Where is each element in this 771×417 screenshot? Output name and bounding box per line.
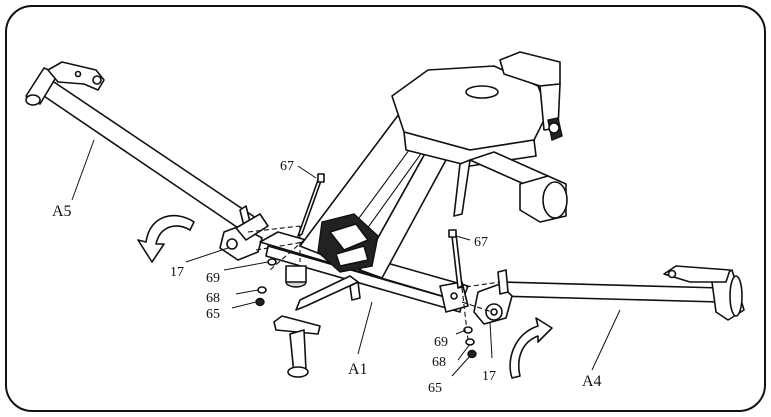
label-67-left: 67 <box>280 159 294 174</box>
bolt-67-right <box>448 229 463 289</box>
label-a5: A5 <box>52 203 72 220</box>
bolt-67-left <box>297 173 325 237</box>
label-65-right: 65 <box>428 381 442 396</box>
rotate-arrow-left <box>137 214 195 263</box>
label-68-left: 68 <box>206 291 220 306</box>
label-a4: A4 <box>582 373 602 390</box>
washer-69-right <box>463 326 473 334</box>
nut-65-left <box>255 297 265 307</box>
stabilizer-a5 <box>25 61 269 261</box>
label-68-right: 68 <box>432 355 446 370</box>
label-65-left: 65 <box>206 307 220 322</box>
label-69-left: 69 <box>206 271 220 286</box>
dashed-alignment-left <box>247 225 305 271</box>
washer-68-left <box>257 286 267 294</box>
spacer-69-left <box>267 258 277 266</box>
seat <box>391 51 563 167</box>
label-a1: A1 <box>348 361 368 378</box>
label-17-right: 17 <box>482 369 496 384</box>
stabilizer-a4 <box>473 265 745 325</box>
label-17-left: 17 <box>170 265 184 280</box>
rear-support <box>453 151 568 223</box>
leader-lines <box>71 139 621 377</box>
label-69-right: 69 <box>434 335 448 350</box>
rotate-arrow-right <box>509 317 553 379</box>
label-67-right: 67 <box>474 235 488 250</box>
nut-65-right <box>467 349 477 359</box>
washer-68-right <box>465 338 475 346</box>
diagram-frame <box>5 5 766 412</box>
